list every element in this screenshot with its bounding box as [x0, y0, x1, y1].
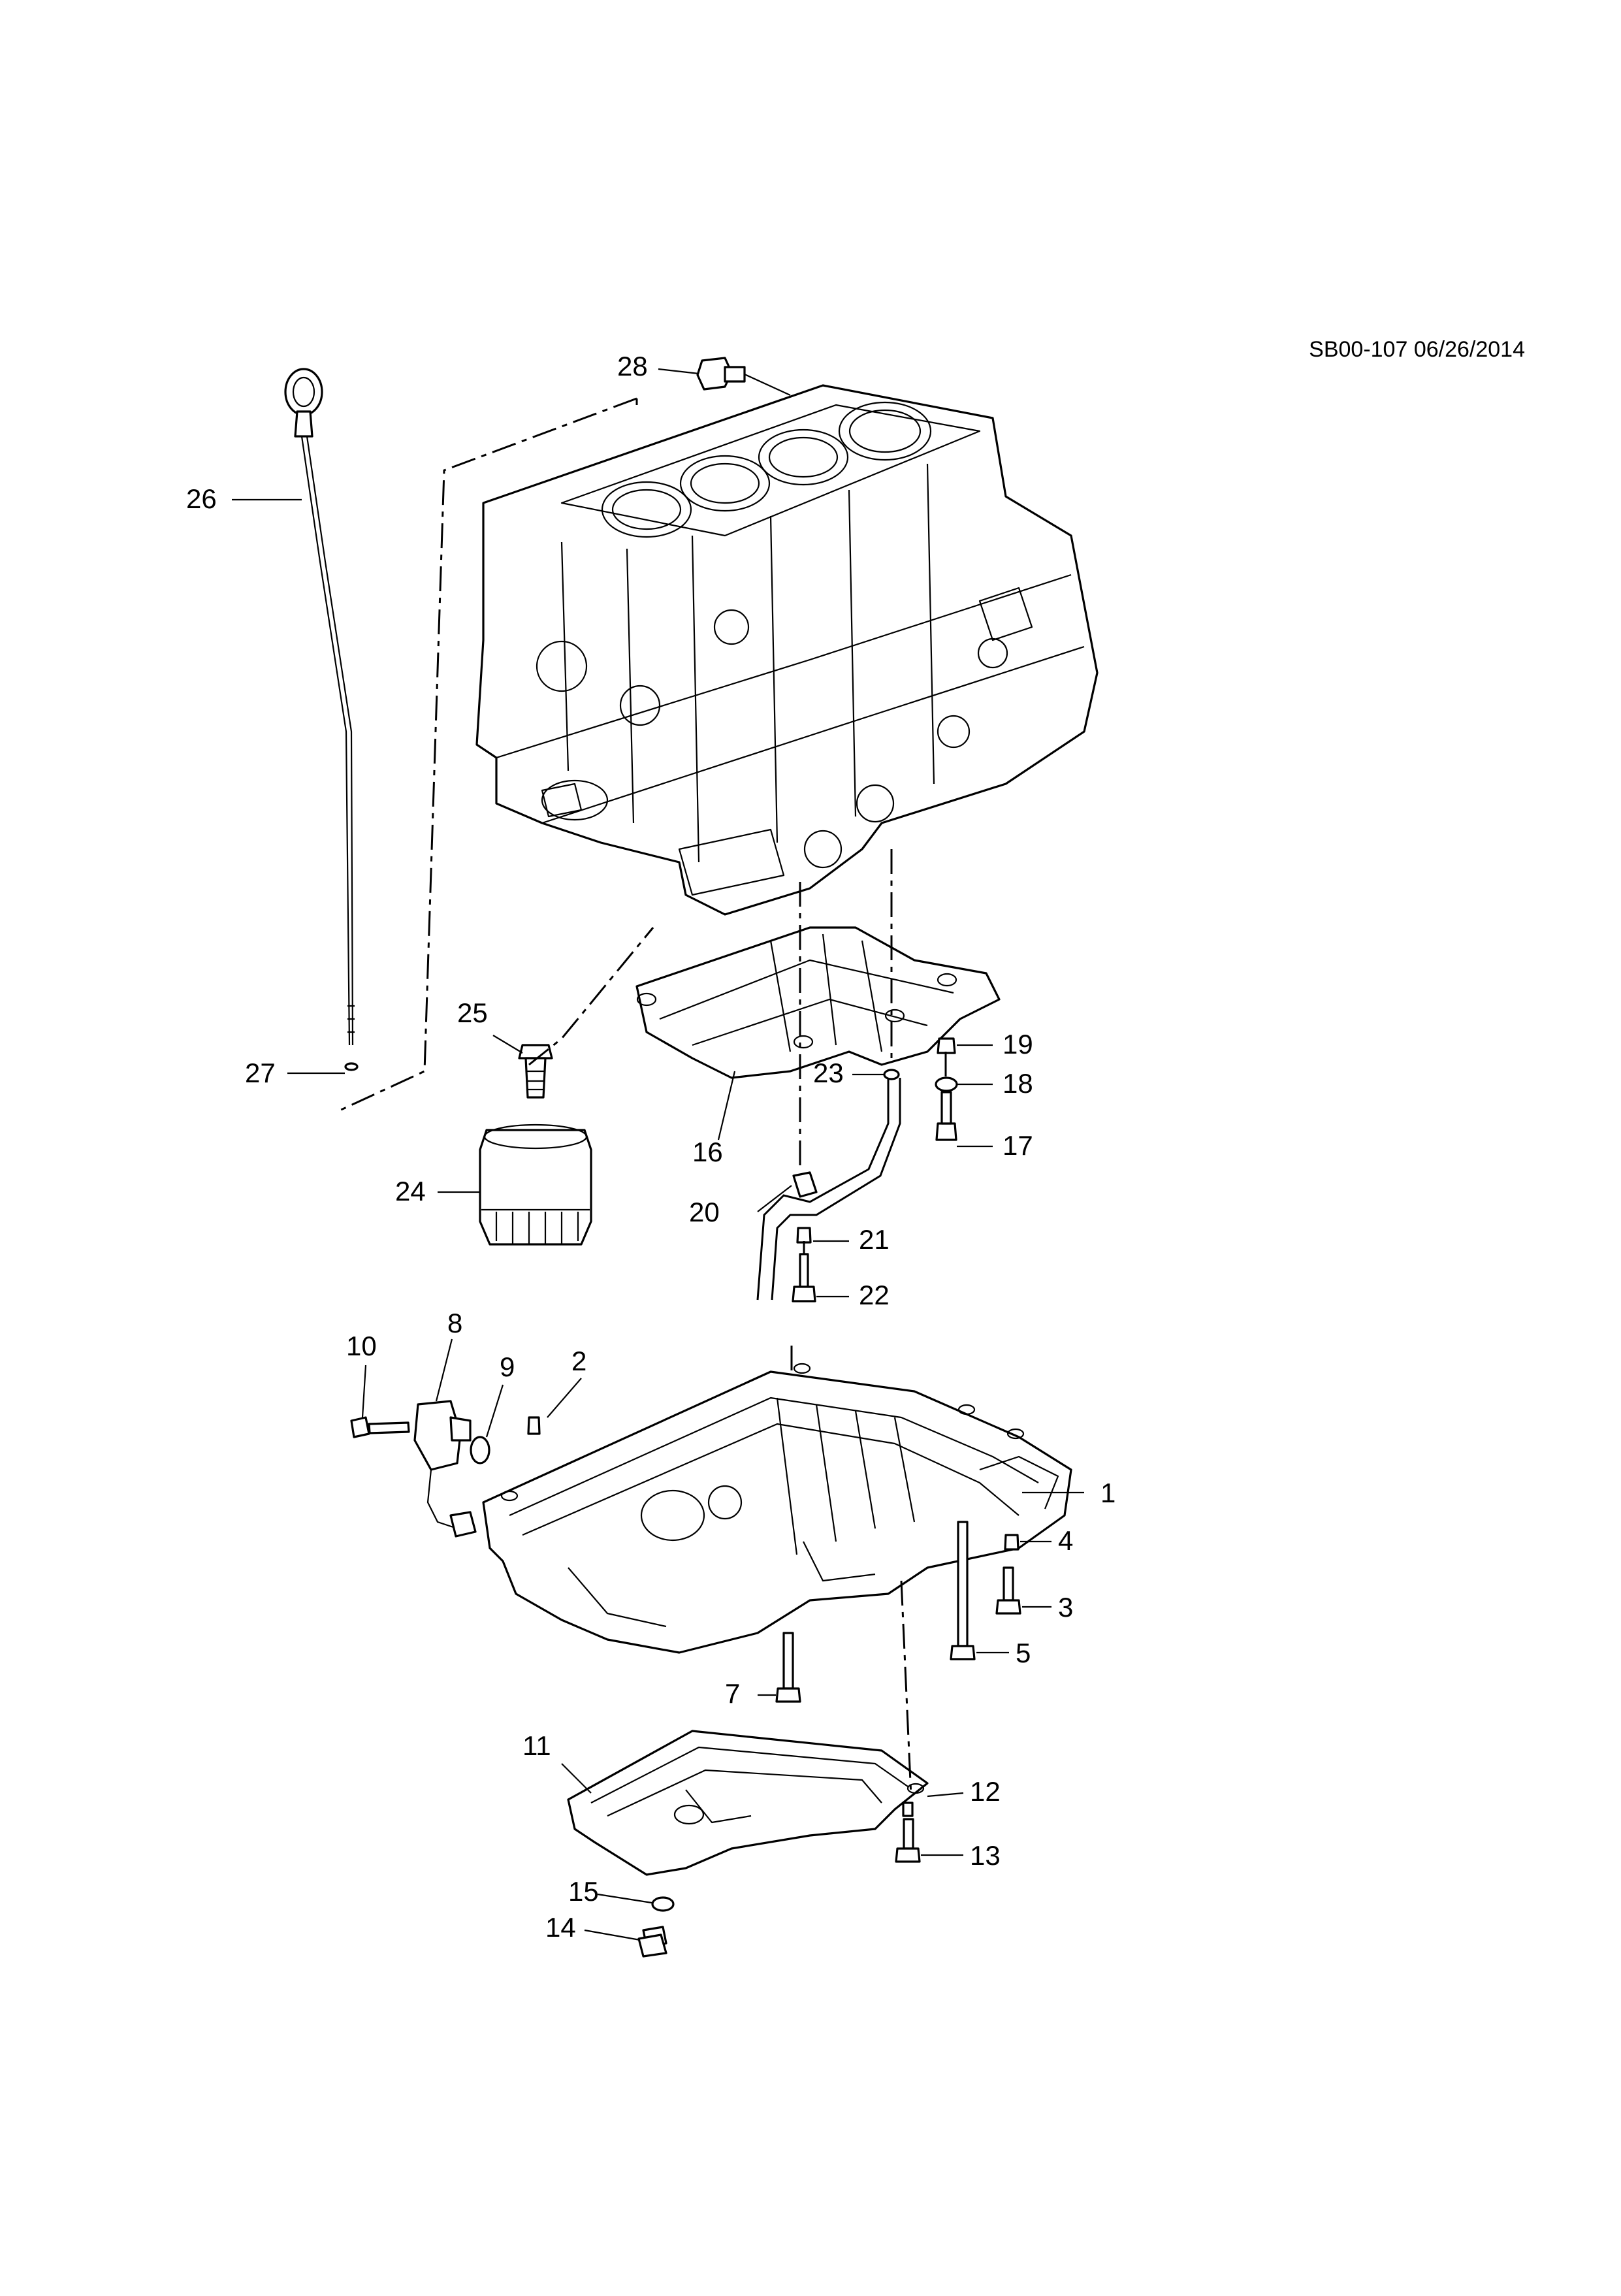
fasteners-lower-pan: [895, 1802, 921, 1863]
callout-13: 13: [970, 1840, 1001, 1871]
callout-17: 17: [1003, 1130, 1033, 1161]
part-28-sensor: [696, 357, 791, 396]
part-26-dipstick: [284, 368, 359, 1071]
callout-11: 11: [522, 1730, 551, 1761]
callout-23: 23: [813, 1058, 844, 1088]
part-8-sensor: [413, 1400, 477, 1538]
callout-8: 8: [447, 1308, 462, 1338]
part-25-filter-adapter: [518, 1044, 553, 1099]
part-1-oil-pan: [482, 1363, 1072, 1654]
callout-10: 10: [346, 1331, 377, 1361]
callout-2: 2: [571, 1346, 586, 1376]
callout-12: 12: [970, 1776, 1001, 1807]
part-9-seal: [470, 1436, 490, 1464]
callout-18: 18: [1003, 1068, 1033, 1099]
part-14-drain-plug: [637, 1926, 667, 1958]
part-11-lower-oil-pan: [567, 1730, 929, 1876]
fasteners-lower: [775, 1521, 1021, 1703]
part-20-tube: [756, 1078, 901, 1301]
fasteners-upper: [792, 1037, 958, 1302]
callout-labels: 1 2 3 4 5 7 8 9 10 11 12 13 14 15 16 17 …: [186, 351, 1115, 1943]
callout-9: 9: [500, 1351, 515, 1382]
callout-1: 1: [1100, 1478, 1115, 1508]
callout-26: 26: [186, 483, 217, 514]
callout-27: 27: [245, 1058, 276, 1088]
part-10-bolt: [350, 1416, 410, 1438]
callout-19: 19: [1003, 1029, 1033, 1059]
diagram-code: SB00-107 06/26/2014: [1309, 337, 1525, 362]
part-15-drain-washer: [651, 1896, 675, 1912]
callout-22: 22: [859, 1280, 890, 1310]
engine-block: [475, 384, 1099, 916]
callout-5: 5: [1016, 1638, 1031, 1668]
leader-lines: [232, 368, 1084, 1941]
callout-14: 14: [545, 1912, 576, 1943]
callout-15: 15: [568, 1876, 599, 1907]
callout-16: 16: [692, 1137, 723, 1167]
callout-4: 4: [1058, 1525, 1073, 1556]
callout-7: 7: [725, 1678, 740, 1709]
part-2-dowel: [527, 1416, 541, 1435]
callout-21: 21: [859, 1224, 890, 1255]
callout-3: 3: [1058, 1592, 1073, 1623]
part-24-oil-filter: [479, 1124, 592, 1246]
callout-25: 25: [457, 997, 488, 1028]
callout-24: 24: [395, 1176, 426, 1206]
part-16-ladder-frame: [635, 926, 1001, 1079]
alignment-lines: [339, 397, 947, 1797]
callout-28: 28: [617, 351, 648, 381]
callout-20: 20: [689, 1197, 720, 1227]
